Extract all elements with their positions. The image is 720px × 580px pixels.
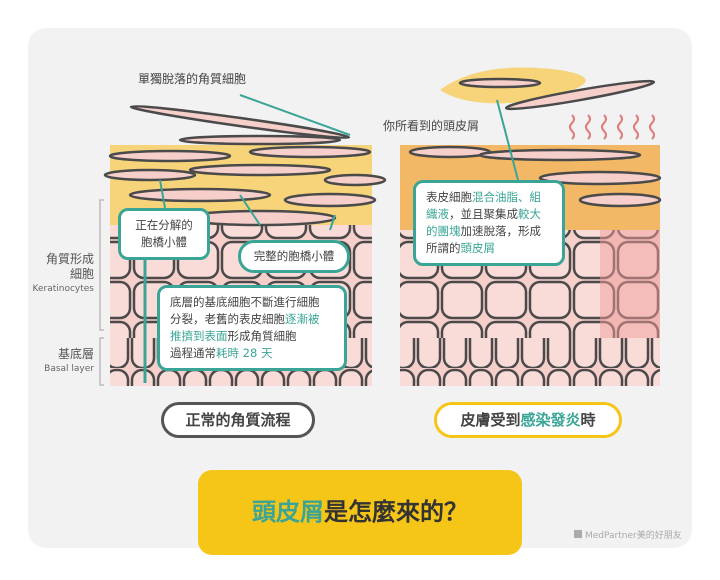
highlight-text: 頭皮屑 (460, 241, 496, 255)
label-en: Basal layer (44, 364, 94, 374)
keratinocytes-label: 角質形成 細胞 Keratinocytes (28, 252, 94, 297)
text: 底層的基底細胞不斷進行細胞 (170, 295, 320, 309)
intact-desmosome-callout: 完整的胞橋小體 (238, 240, 350, 273)
process-callout: 底層的基底細胞不斷進行細胞分裂，老舊的表皮細胞逐漸被推擠到表面形成角質細胞過程通… (157, 285, 347, 371)
shed-cell-label: 單獨脫落的角質細胞 (138, 72, 247, 86)
label-en: Keratinocytes (32, 284, 94, 294)
watermark-text: MedPartner美的好朋友 (585, 531, 682, 541)
callout-line: 推擠到表面形成角質細胞 (170, 328, 334, 345)
decomposing-desmosome-callout: 正在分解的 胞橋小體 (118, 208, 210, 260)
title-rest: 是怎麼來的？ (324, 498, 468, 526)
highlight-text: 混合油脂、組 (472, 190, 541, 204)
text: 表皮細胞 (426, 190, 472, 204)
text: 皮膚受到 (460, 411, 521, 429)
callout-line: 過程通常耗時 28 天 (170, 345, 334, 362)
label-line: 細胞 (69, 267, 94, 281)
highlight-text: 推擠到表面 (170, 329, 228, 343)
highlight-text: 耗時 28 天 (216, 346, 273, 360)
text: 加速脫落，形成 (460, 224, 542, 238)
page-title: 頭皮屑是怎麼來的？ (198, 470, 522, 555)
dandruff-label: 你所看到的頭皮屑 (383, 119, 480, 133)
inflamed-caption: 皮膚受到感染發炎時 (434, 402, 622, 438)
callout-line: 分裂，老舊的表皮細胞逐漸被 (170, 311, 334, 328)
facebook-icon (574, 530, 582, 538)
callout-line: 的團塊加速脫落，形成 (426, 223, 552, 240)
title-highlight: 頭皮屑 (252, 498, 324, 526)
layer-brackets (99, 199, 104, 386)
highlight-text: 較大 (518, 207, 541, 221)
highlight-text: 織液 (426, 207, 449, 221)
text: 時 (580, 411, 596, 429)
basal-layer-label: 基底層 Basal layer (28, 347, 94, 377)
callout-line: 所謂的頭皮屑 (426, 240, 552, 257)
text: 形成角質細胞 (227, 329, 297, 343)
text: 過程通常 (170, 346, 216, 360)
text: ，並且聚集成 (449, 207, 518, 221)
callout-line: 織液，並且聚集成較大 (426, 206, 552, 223)
inflammation-icon (569, 114, 655, 140)
text: 分裂，老舊的表皮細胞 (170, 312, 285, 326)
dandruff-callout: 表皮細胞混合油脂、組織液，並且聚集成較大的團塊加速脫落，形成所謂的頭皮屑 (413, 180, 565, 266)
highlight-text: 感染發炎 (520, 411, 581, 429)
callout-line: 正在分解的 (135, 218, 193, 232)
callout-line: 胞橋小體 (141, 235, 187, 249)
callout-line: 表皮細胞混合油脂、組 (426, 189, 552, 206)
normal-caption: 正常的角質流程 (161, 402, 315, 438)
text: 所謂的 (426, 241, 461, 255)
callout-line: 底層的基底細胞不斷進行細胞 (170, 294, 334, 311)
highlight-text: 的團塊 (426, 224, 461, 238)
highlight-text: 逐漸被 (285, 312, 320, 326)
label-line: 角質形成 (45, 252, 94, 266)
watermark: MedPartner美的好朋友 (574, 528, 682, 541)
label-line: 基底層 (57, 347, 94, 361)
